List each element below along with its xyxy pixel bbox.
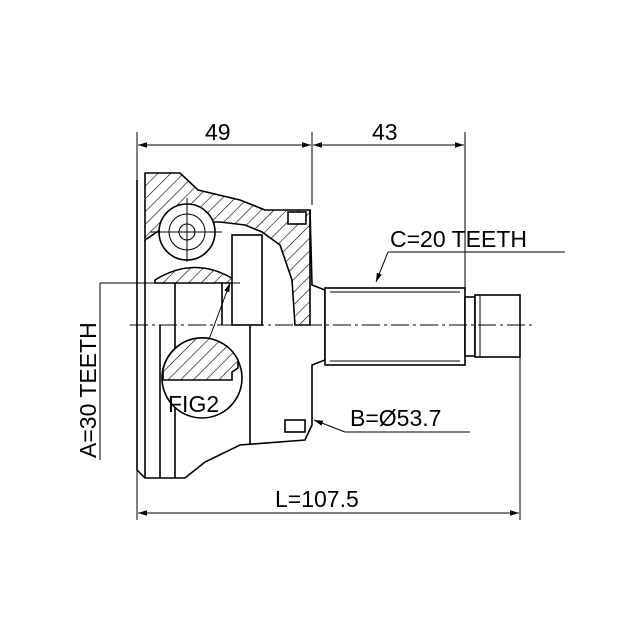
svg-text:49: 49	[205, 119, 231, 145]
dimension-total-length: L=107.5	[138, 486, 519, 516]
seal-diameter-callout: B=Ø53.7	[313, 405, 470, 433]
svg-text:C=20 TEETH: C=20 TEETH	[390, 226, 527, 252]
outer-spline-callout: C=20 TEETH	[375, 226, 565, 283]
stub-shaft	[324, 287, 521, 366]
inner-spline-callout: A=30 TEETH	[75, 282, 240, 460]
fig2-detail: FIG2	[161, 282, 243, 419]
dimension-43: 43	[313, 119, 464, 148]
svg-text:A=30 TEETH: A=30 TEETH	[75, 322, 101, 458]
fig2-label: FIG2	[168, 391, 219, 417]
dimension-49: 49	[138, 119, 311, 148]
ball	[150, 198, 222, 262]
svg-text:43: 43	[372, 119, 398, 145]
svg-text:L=107.5: L=107.5	[275, 486, 359, 512]
svg-text:B=Ø53.7: B=Ø53.7	[350, 405, 441, 431]
